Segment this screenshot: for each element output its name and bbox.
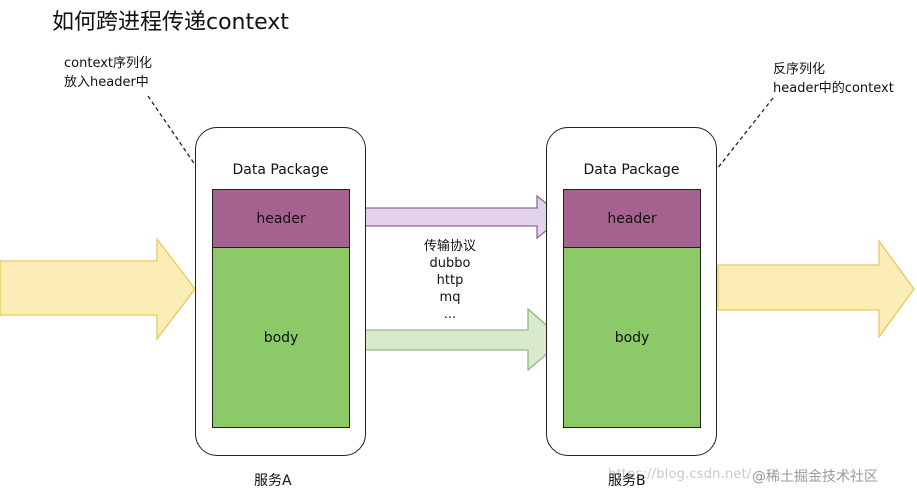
- service-b-package-label: Data Package: [583, 162, 680, 178]
- protocol-item-dubbo: dubbo: [429, 256, 471, 271]
- body-transfer-arrow: [351, 307, 564, 372]
- header-transfer-arrow: [351, 194, 565, 240]
- service-a-box: Data Package header body: [195, 127, 366, 456]
- service-b-body-label: body: [614, 329, 650, 346]
- diagram-title: 如何跨进程传递context: [52, 10, 289, 35]
- note-serialize-line2: 放入header中: [64, 75, 149, 90]
- note-serialize: context序列化 放入header中: [64, 54, 152, 92]
- service-b-header-label: header: [607, 210, 657, 227]
- service-b-name: 服务B: [608, 473, 646, 489]
- note-serialize-line1: context序列化: [64, 56, 152, 71]
- service-a-header-block: header: [212, 189, 350, 248]
- service-a-name: 服务A: [254, 473, 292, 489]
- service-a-body-block: body: [212, 247, 350, 428]
- watermark-brand: @稀土掘金技术社区: [752, 469, 878, 485]
- service-a-package-label: Data Package: [232, 162, 329, 178]
- protocol-item-mq: mq: [439, 290, 461, 305]
- watermark-url: https://blog.csdn.net/: [608, 467, 752, 482]
- protocol-heading: 传输协议: [423, 239, 476, 254]
- input-arrow: [0, 237, 196, 341]
- service-a-body-label: body: [263, 329, 299, 346]
- note-deserialize: 反序列化 header中的context: [773, 60, 894, 98]
- protocol-item-ellipsis: ...: [443, 307, 457, 322]
- service-b-header-block: header: [563, 189, 701, 248]
- note-deserialize-line1: 反序列化: [773, 62, 826, 77]
- callout-line-right: [701, 97, 774, 189]
- protocol-item-http: http: [436, 273, 464, 288]
- service-b-body-block: body: [563, 247, 701, 428]
- protocol-list: 传输协议 dubbo http mq ...: [390, 238, 510, 323]
- output-arrow: [717, 239, 915, 339]
- service-a-header-label: header: [256, 210, 306, 227]
- note-deserialize-line2: header中的context: [773, 81, 894, 96]
- service-b-box: Data Package header body: [546, 127, 717, 456]
